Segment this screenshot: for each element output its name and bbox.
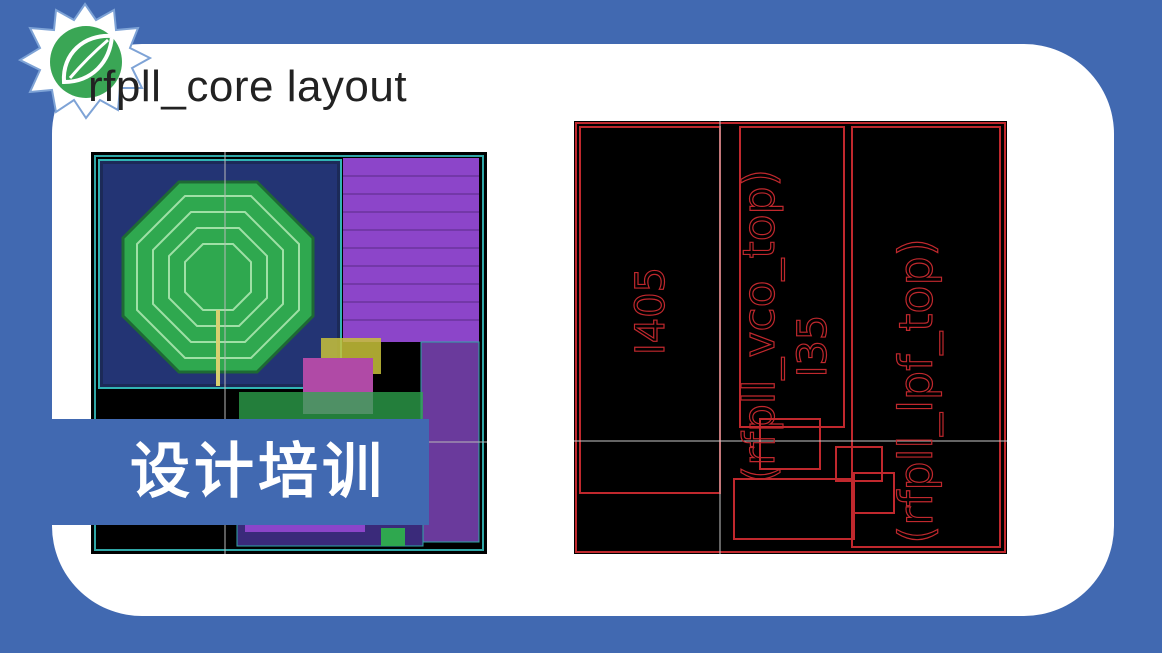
inductor-octagon-2 <box>136 195 300 359</box>
outline-boundary <box>575 122 1006 553</box>
inductor-octagon-4 <box>168 227 268 327</box>
banner-text: 设计培训 <box>130 437 386 507</box>
label-rfpll-lpf-top: (rfpll_lpf_top) <box>889 238 943 543</box>
training-banner: 设计培训 <box>52 419 429 525</box>
layout-boundary <box>94 155 484 551</box>
label-i405: I405 <box>628 267 674 355</box>
logo-leaf <box>61 33 115 85</box>
purple-routing-block <box>343 158 479 342</box>
inductor-octagon-outer <box>121 180 315 374</box>
inductor-octagon-3 <box>152 211 284 343</box>
bottom-cell-right <box>853 472 895 514</box>
small-cell-2 <box>835 446 883 482</box>
leaf-logo-icon <box>17 2 153 120</box>
inductor-octagon-5 <box>184 243 252 311</box>
slide-title: rfpll_core layout <box>88 62 408 111</box>
purple-routing-lines <box>343 175 479 321</box>
outline-background <box>574 121 1007 554</box>
rfpll-outline-layout-image: I405 (rfpll_vco_top) I35 (rfpll_lpf_top) <box>574 121 1007 554</box>
vco-block <box>739 126 845 428</box>
pad-green <box>381 528 405 546</box>
small-cell-1 <box>759 418 821 470</box>
label-rfpll-vco-top: (rfpll_vco_top) <box>734 169 785 483</box>
lpf-block <box>851 126 1001 548</box>
logo-leaf-vein <box>68 38 109 79</box>
label-i35: I35 <box>790 315 836 378</box>
